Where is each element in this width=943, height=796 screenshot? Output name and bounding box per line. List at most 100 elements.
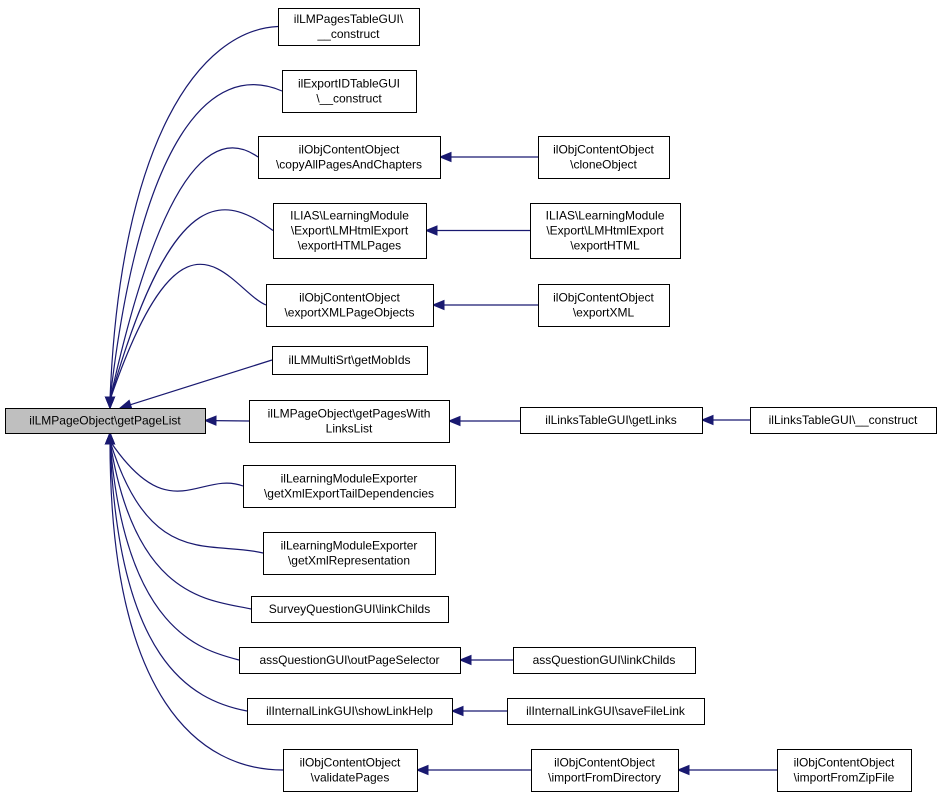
node-box: [530, 203, 681, 259]
graph-node-n11[interactable]: assQuestionGUI\outPageSelector: [239, 647, 461, 674]
node-box: [777, 749, 912, 792]
edge-m5-to-n5: [431, 299, 538, 311]
graph-node-n8[interactable]: ilLearningModuleExporter\getXmlExportTai…: [243, 465, 456, 508]
edge-n13-to-root: [104, 431, 284, 771]
graph-node-m4[interactable]: ILIAS\LearningModule\Export\LMHtmlExport…: [530, 203, 681, 259]
edge-n6-to-root-line: [128, 359, 273, 406]
node-label: ilInternalLinkGUI\showLinkHelp: [266, 704, 433, 718]
node-label: ilObjContentObject: [299, 291, 400, 305]
arrowhead: [431, 299, 445, 311]
node-box: [243, 465, 456, 508]
graph-node-m11[interactable]: assQuestionGUI\linkChilds: [513, 647, 696, 674]
graph-node-n5[interactable]: ilObjContentObject\exportXMLPageObjects: [266, 284, 434, 327]
edge-n12-to-root: [104, 431, 248, 712]
node-label: ilLMPageObject\getPageList: [29, 414, 181, 428]
graph-node-n10[interactable]: SurveyQuestionGUI\linkChilds: [251, 596, 449, 623]
edge-n3-to-root: [104, 147, 259, 410]
node-label: ilLMPageObject\getPagesWith: [268, 407, 431, 421]
graph-node-m3[interactable]: ilObjContentObject\cloneObject: [538, 136, 670, 179]
node-box: [273, 203, 427, 259]
graph-node-k7[interactable]: ilLinksTableGUI\__construct: [750, 407, 937, 434]
graph-node-n1[interactable]: ilLMPagesTableGUI\__construct: [278, 8, 420, 46]
node-label: ILIAS\LearningModule: [290, 209, 409, 223]
node-label: ilExportIDTableGUI: [298, 77, 400, 91]
edge-n10-to-root: [104, 431, 252, 610]
node-box: [282, 70, 417, 113]
edge-m3-to-n3: [438, 151, 538, 163]
graph-node-n3[interactable]: ilObjContentObject\copyAllPagesAndChapte…: [258, 136, 441, 179]
arrowhead: [458, 654, 472, 666]
node-label: ilLearningModuleExporter: [281, 472, 418, 486]
node-box: [538, 284, 670, 327]
edge-n5-to-root: [104, 263, 267, 410]
edge-n12-to-root-line: [109, 440, 248, 712]
graph-node-m5[interactable]: ilObjContentObject\exportXML: [538, 284, 670, 327]
arrowhead: [104, 431, 116, 445]
graph-node-n2[interactable]: ilExportIDTableGUI\__construct: [282, 70, 417, 113]
arrowhead: [450, 705, 464, 717]
node-label: ilObjContentObject: [794, 756, 895, 770]
node-box: [507, 698, 705, 725]
edge-m7-to-n7: [447, 415, 520, 427]
edge-k13-to-m13: [676, 764, 777, 776]
node-box: [513, 647, 696, 674]
graph-node-m12[interactable]: ilInternalLinkGUI\saveFileLink: [507, 698, 705, 725]
edge-m4-to-n4: [424, 225, 530, 236]
node-label: \importFromDirectory: [548, 771, 661, 785]
arrowhead: [104, 396, 116, 410]
node-label: \copyAllPagesAndChapters: [276, 158, 422, 172]
graph-node-n9[interactable]: ilLearningModuleExporter\getXmlRepresent…: [263, 532, 436, 575]
arrowhead: [415, 764, 429, 776]
edge-n1-to-root-line: [109, 25, 279, 401]
graph-node-m7[interactable]: ilLinksTableGUI\getLinks: [520, 407, 703, 434]
node-label: \__construct: [316, 92, 382, 106]
root-node: ilLMPageObject\getPageList: [5, 408, 206, 434]
graph-node-n4[interactable]: ILIAS\LearningModule\Export\LMHtmlExport…: [273, 203, 427, 259]
node-label: \cloneObject: [570, 158, 637, 172]
arrowhead: [203, 415, 217, 426]
edges-layer: [104, 25, 777, 776]
node-box: [5, 408, 206, 434]
edge-n13-to-root-line: [109, 440, 284, 771]
node-label: \getXmlExportTailDependencies: [264, 487, 434, 501]
node-label: \getXmlRepresentation: [288, 554, 410, 568]
edge-n4-to-root: [104, 209, 274, 410]
node-label: ilObjContentObject: [553, 291, 654, 305]
node-box: [272, 346, 428, 375]
node-box: [750, 407, 937, 434]
node-label: assQuestionGUI\outPageSelector: [259, 653, 439, 667]
node-box: [278, 8, 420, 46]
edge-n9-to-root-line: [109, 440, 264, 554]
arrowhead: [438, 151, 452, 163]
graph-node-n12[interactable]: ilInternalLinkGUI\showLinkHelp: [247, 698, 453, 725]
graph-node-m13[interactable]: ilObjContentObject\importFromDirectory: [531, 749, 679, 792]
graph-node-n6[interactable]: ilLMMultiSrt\getMobIds: [272, 346, 428, 375]
edge-n5-to-root-line: [109, 263, 267, 401]
arrowhead: [700, 414, 714, 426]
node-box: [247, 698, 453, 725]
node-box: [538, 136, 670, 179]
graph-node-k13[interactable]: ilObjContentObject\importFromZipFile: [777, 749, 912, 792]
node-box: [266, 284, 434, 327]
node-label: ilObjContentObject: [299, 143, 400, 157]
node-label: ilObjContentObject: [554, 756, 655, 770]
arrowhead: [447, 415, 461, 427]
edge-k7-to-m7: [700, 414, 750, 426]
node-label: \Export\LMHtmlExport: [546, 224, 664, 238]
node-label: ilLMPagesTableGUI\: [294, 12, 404, 26]
node-label: \Export\LMHtmlExport: [291, 224, 409, 238]
arrowhead: [424, 225, 438, 236]
edge-n11-to-root-line: [109, 440, 240, 661]
node-label: \validatePages: [311, 771, 390, 785]
node-box: [263, 532, 436, 575]
edge-n10-to-root-line: [109, 440, 252, 610]
node-label: ilLinksTableGUI\__construct: [769, 413, 918, 427]
node-label: ilLMMultiSrt\getMobIds: [288, 353, 410, 367]
node-box: [283, 749, 418, 792]
node-box: [520, 407, 703, 434]
node-label: assQuestionGUI\linkChilds: [533, 653, 676, 667]
node-label: \exportXML: [573, 306, 635, 320]
node-label: LinksList: [326, 422, 373, 436]
graph-node-n13[interactable]: ilObjContentObject\validatePages: [283, 749, 418, 792]
